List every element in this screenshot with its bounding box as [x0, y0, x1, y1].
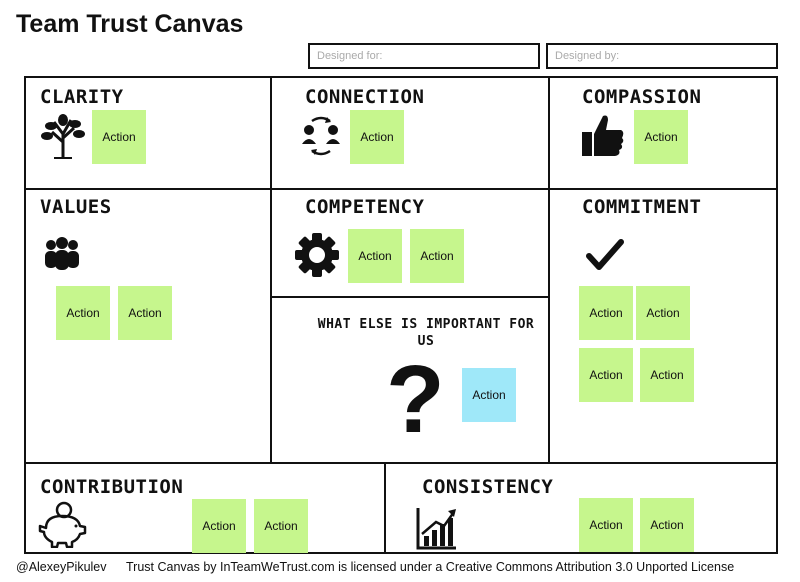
checkmark-icon: [586, 239, 624, 270]
action-note[interactable]: Action: [192, 499, 246, 553]
tree-icon: [41, 114, 85, 159]
action-note[interactable]: Action: [640, 348, 694, 402]
what-else-heading: WHAT ELSE IS IMPORTANT FOR US: [317, 317, 535, 349]
action-note[interactable]: Action: [579, 498, 633, 552]
action-note[interactable]: Action: [636, 286, 690, 340]
divider: [270, 296, 550, 298]
action-note[interactable]: Action: [634, 110, 688, 164]
action-note[interactable]: Action: [640, 498, 694, 552]
action-note[interactable]: Action: [348, 229, 402, 283]
divider: [548, 76, 550, 464]
canvas-frame: [24, 76, 778, 554]
divider: [24, 188, 778, 190]
piggy-bank-icon: [38, 501, 87, 548]
thumbs-up-icon: [582, 115, 624, 156]
growth-chart-icon: [416, 508, 456, 550]
group-icon: [45, 237, 79, 270]
action-note[interactable]: Action: [410, 229, 464, 283]
page-title: Team Trust Canvas: [16, 10, 244, 38]
gear-icon: [295, 233, 339, 277]
divider: [384, 462, 386, 554]
action-note[interactable]: Action: [350, 110, 404, 164]
designed-by-field[interactable]: Designed by:: [546, 43, 778, 69]
designed-for-field[interactable]: Designed for:: [308, 43, 540, 69]
author-credit: @AlexeyPikulev: [16, 560, 107, 574]
competency-heading: COMPETENCY: [305, 196, 425, 218]
action-note[interactable]: Action: [56, 286, 110, 340]
people-exchange-icon: [302, 116, 340, 156]
commitment-heading: COMMITMENT: [582, 196, 702, 218]
divider: [270, 76, 272, 464]
action-note[interactable]: Action: [579, 348, 633, 402]
connection-heading: CONNECTION: [305, 86, 425, 108]
action-note[interactable]: Action: [92, 110, 146, 164]
action-note[interactable]: Action: [254, 499, 308, 553]
values-heading: VALUES: [40, 196, 112, 218]
divider: [24, 462, 778, 464]
compassion-heading: COMPASSION: [582, 86, 702, 108]
license-text: Trust Canvas by InTeamWeTrust.com is lic…: [126, 560, 735, 574]
question-mark-icon: ?: [386, 346, 445, 453]
clarity-heading: CLARITY: [40, 86, 124, 108]
contribution-heading: CONTRIBUTION: [40, 476, 184, 498]
action-note[interactable]: Action: [118, 286, 172, 340]
action-note[interactable]: Action: [462, 368, 516, 422]
consistency-heading: CONSISTENCY: [422, 476, 554, 498]
action-note[interactable]: Action: [579, 286, 633, 340]
